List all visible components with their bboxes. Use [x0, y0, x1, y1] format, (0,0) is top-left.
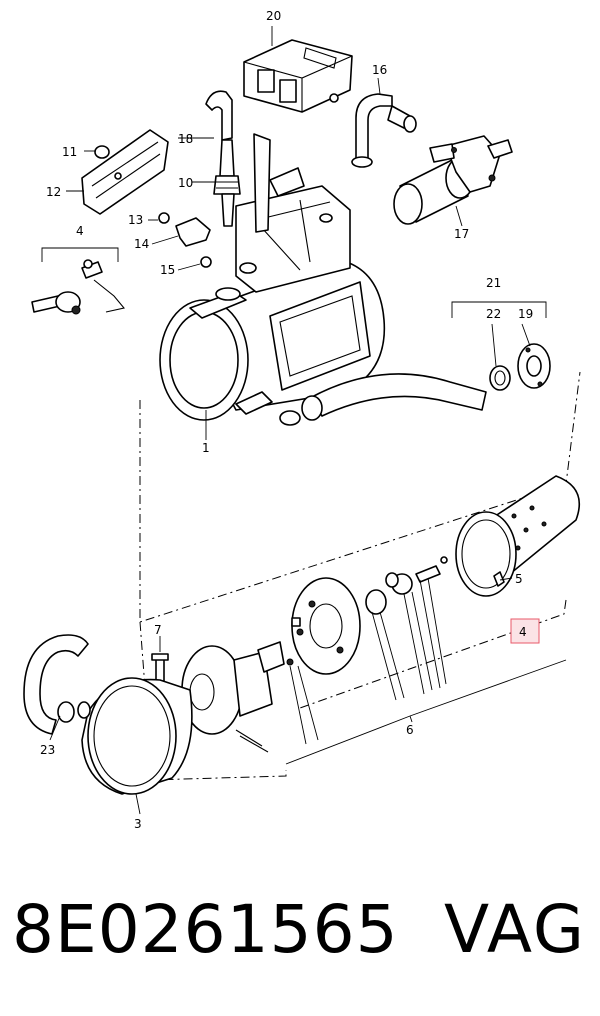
label-3: 3 — [134, 817, 142, 831]
water-pump-17 — [393, 135, 513, 225]
leader-lines — [49, 26, 531, 815]
coolant-hose-21 — [279, 301, 547, 426]
glow-plug-assembly-10 — [205, 90, 241, 227]
clamp-22 — [489, 365, 511, 391]
label-4-highlighted[interactable]: 4 — [519, 625, 527, 639]
label-23: 23 — [40, 743, 55, 757]
label-6: 6 — [406, 723, 414, 737]
label-5: 5 — [515, 572, 523, 586]
highlight-box[interactable] — [510, 618, 540, 644]
part-number: 8E0261565 — [12, 891, 399, 968]
label-7: 7 — [154, 623, 162, 637]
heat-shield-12 — [81, 129, 169, 215]
label-19: 19 — [518, 307, 533, 321]
label-16: 16 — [372, 63, 387, 77]
label-17: 17 — [454, 227, 469, 241]
label-14: 14 — [134, 237, 149, 251]
end-cover-3 — [81, 677, 193, 795]
brand-name: VAG — [443, 891, 586, 968]
part-labels: 20 16 11 18 12 10 13 4 14 15 17 21 22 19… — [40, 9, 533, 831]
heater-housing-1 — [159, 133, 386, 421]
sensor-group-4 — [31, 247, 126, 315]
label-4-top: 4 — [76, 224, 84, 238]
label-10: 10 — [178, 176, 193, 190]
bracket-14 — [175, 217, 211, 247]
screw-5 — [493, 571, 505, 587]
label-12: 12 — [46, 185, 61, 199]
label-18: 18 — [178, 132, 193, 146]
highlighted-part-4[interactable]: 4 — [510, 618, 540, 644]
exploded-parts-diagram: 20 16 11 18 12 10 13 4 14 15 17 21 22 19… — [23, 9, 581, 831]
label-1: 1 — [202, 441, 210, 455]
label-11: 11 — [62, 145, 77, 159]
blower-motor — [181, 641, 294, 753]
label-22: 22 — [486, 307, 501, 321]
hose-23 — [23, 634, 91, 735]
coolant-hose-16 — [351, 93, 417, 168]
nut-11 — [94, 145, 110, 159]
label-13: 13 — [128, 213, 143, 227]
control-unit-20 — [243, 39, 353, 113]
footer: 8E0261565 VAG — [0, 880, 600, 990]
nut-15 — [200, 256, 212, 268]
label-15: 15 — [160, 263, 175, 277]
flange-19 — [517, 343, 551, 389]
burner-parts-6 — [285, 556, 567, 765]
label-21: 21 — [486, 276, 501, 290]
label-20: 20 — [266, 9, 281, 23]
nut-13 — [158, 212, 170, 224]
